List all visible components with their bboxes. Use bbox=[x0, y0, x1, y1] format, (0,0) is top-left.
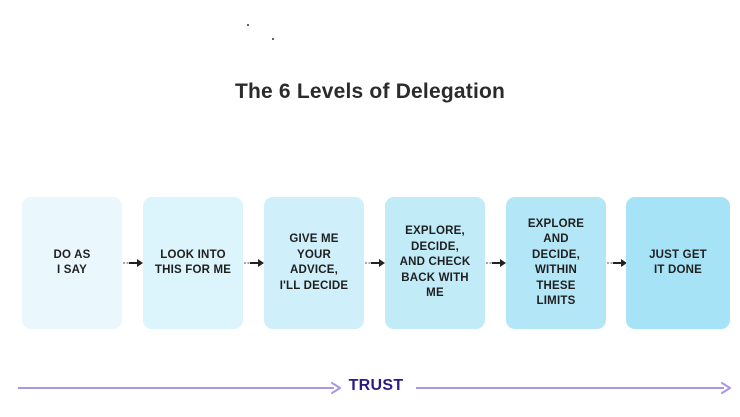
trust-line-right bbox=[416, 387, 724, 389]
trust-label: TRUST bbox=[348, 377, 404, 394]
trust-line-left bbox=[18, 387, 334, 389]
delegation-levels: DO AS I SAY LOOK INTO THIS FOR ME GIVE M… bbox=[22, 197, 730, 329]
trust-axis: TRUST bbox=[18, 376, 734, 400]
level-6-label: JUST GET IT DONE bbox=[649, 248, 707, 277]
diagram-title: The 6 Levels of Delegation bbox=[234, 80, 506, 103]
level-6-box: JUST GET IT DONE bbox=[626, 197, 730, 329]
level-5-label: EXPLORE AND DECIDE, WITHIN THESE LIMITS bbox=[527, 217, 585, 308]
arrowhead-right-icon bbox=[721, 382, 731, 394]
level-4-box: EXPLORE, DECIDE, AND CHECK BACK WITH ME bbox=[385, 197, 485, 329]
image-speck bbox=[247, 24, 249, 26]
level-3-label: GIVE ME YOUR ADVICE, I'LL DECIDE bbox=[279, 233, 349, 292]
arrow-right-icon bbox=[607, 259, 627, 267]
level-5-box: EXPLORE AND DECIDE, WITHIN THESE LIMITS bbox=[506, 197, 606, 329]
arrow-right-icon bbox=[244, 259, 264, 267]
level-1-box: DO AS I SAY bbox=[22, 197, 122, 329]
level-4-label: EXPLORE, DECIDE, AND CHECK BACK WITH ME bbox=[399, 225, 471, 300]
image-speck bbox=[272, 38, 274, 40]
arrowhead-right-icon bbox=[331, 382, 341, 394]
arrow-right-icon bbox=[365, 259, 385, 267]
level-3-box: GIVE ME YOUR ADVICE, I'LL DECIDE bbox=[264, 197, 364, 329]
level-1-label: DO AS I SAY bbox=[53, 248, 91, 277]
arrow-right-icon bbox=[123, 259, 143, 267]
arrow-right-icon bbox=[486, 259, 506, 267]
level-2-box: LOOK INTO THIS FOR ME bbox=[143, 197, 243, 329]
level-2-label: LOOK INTO THIS FOR ME bbox=[154, 248, 232, 277]
